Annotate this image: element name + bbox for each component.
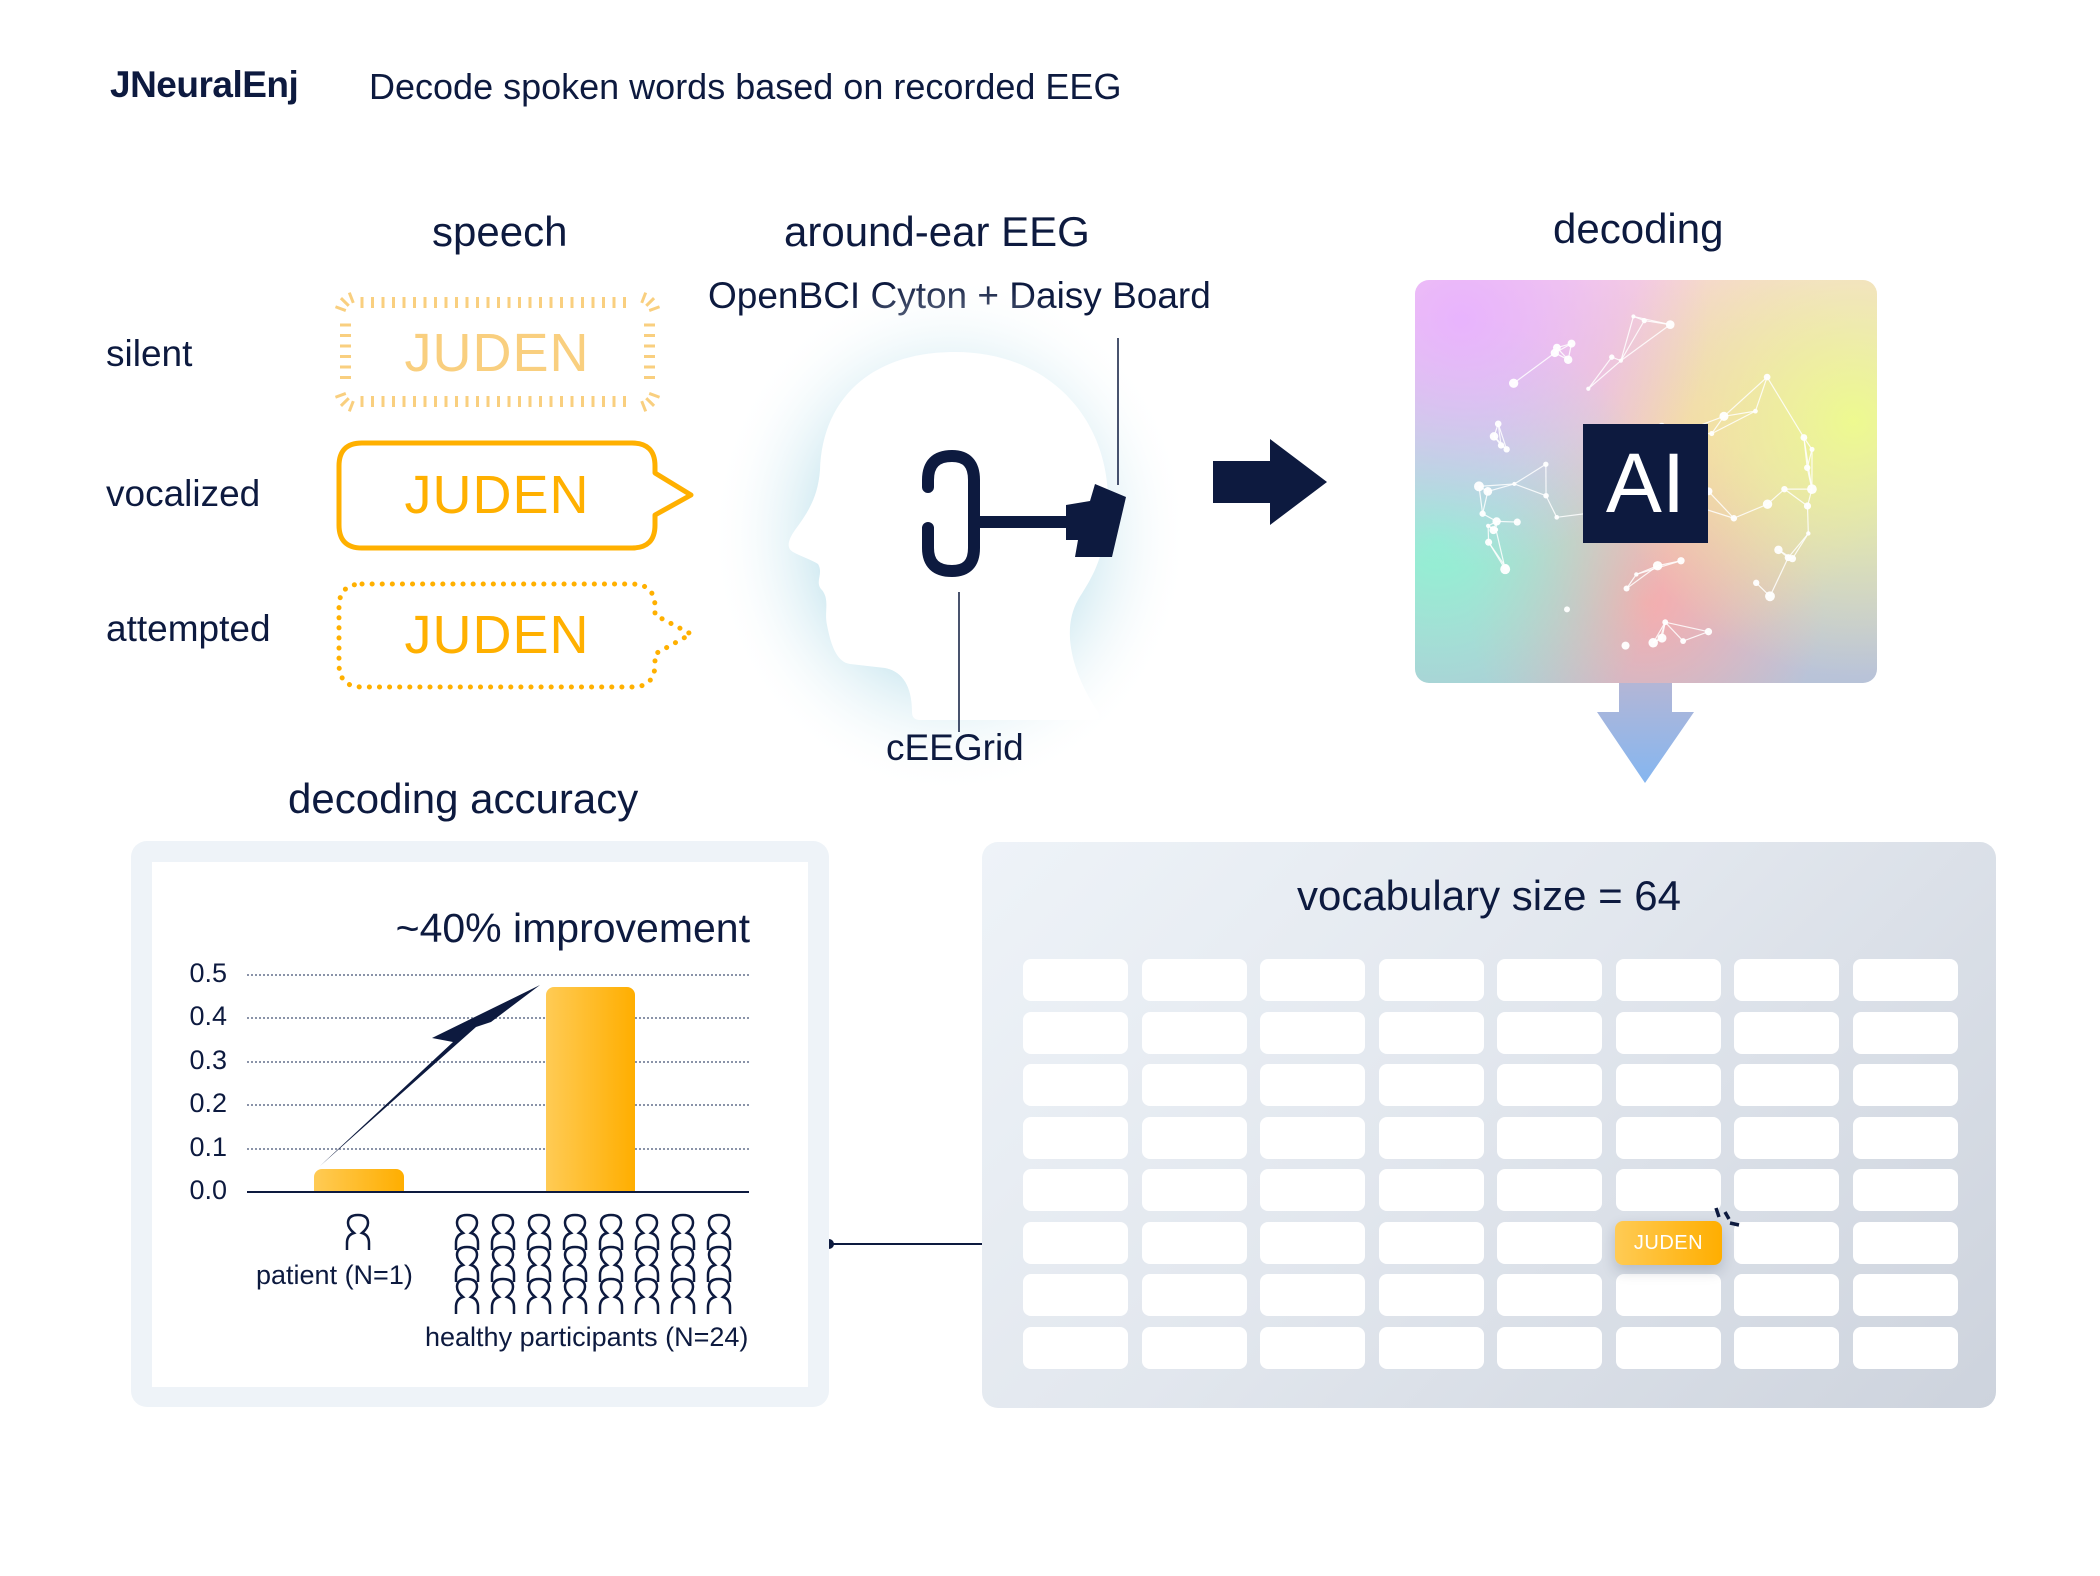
vocabulary-cell[interactable]	[1378, 1011, 1484, 1054]
neural-network-sphere-icon	[1474, 314, 1817, 650]
vocabulary-cell[interactable]	[1852, 1221, 1958, 1264]
vocabulary-cell[interactable]	[1734, 1326, 1839, 1369]
ai-badge: AI	[1583, 424, 1708, 543]
brand-title: JNeuralEnj	[110, 64, 299, 105]
down-arrow-icon	[1597, 683, 1694, 783]
vocalized-speech-bubble	[336, 440, 694, 551]
vocabulary-cell[interactable]	[1378, 1064, 1484, 1106]
vocabulary-cell[interactable]	[1378, 1169, 1484, 1211]
vocabulary-cell[interactable]	[1734, 1221, 1839, 1264]
vocabulary-cell[interactable]	[1734, 1274, 1839, 1316]
vocabulary-cell[interactable]	[1852, 1326, 1958, 1369]
vocabulary-cell[interactable]	[1497, 1221, 1602, 1264]
patient-label: patient (N=1)	[256, 1260, 413, 1290]
vocabulary-cell[interactable]	[1734, 1169, 1839, 1211]
vocabulary-cell[interactable]	[1378, 1116, 1484, 1159]
vocabulary-cell[interactable]	[1852, 1169, 1958, 1211]
vocabulary-cell[interactable]	[1260, 1064, 1365, 1106]
vocabulary-cell[interactable]	[1260, 1011, 1365, 1054]
vocabulary-cell[interactable]	[1141, 1169, 1247, 1211]
highlight-sparkle-icon	[1714, 1207, 1740, 1227]
vocabulary-cell[interactable]	[1615, 959, 1721, 1001]
vocabulary-panel	[982, 842, 1996, 1408]
vocabulary-cell[interactable]	[1260, 1221, 1365, 1264]
vocabulary-cell[interactable]	[1023, 1064, 1128, 1106]
vocabulary-cell[interactable]	[1497, 959, 1602, 1001]
vocabulary-title: vocabulary size = 64	[1296, 872, 1682, 919]
right-arrow-icon	[1213, 439, 1327, 525]
eeg-section-title: around-ear EEG	[784, 208, 1090, 255]
vocabulary-cell[interactable]	[1378, 1221, 1484, 1264]
silent-word: JUDEN	[404, 323, 590, 383]
mode-label-attempted: attempted	[106, 608, 271, 649]
vocabulary-cell[interactable]	[1852, 1064, 1958, 1106]
mode-label-silent: silent	[106, 333, 193, 374]
chart-title: ~40% improvement	[395, 905, 750, 951]
vocabulary-cell[interactable]	[1378, 1274, 1484, 1316]
vocabulary-cell[interactable]	[1734, 1064, 1839, 1106]
accuracy-section-title: decoding accuracy	[288, 775, 639, 822]
attempted-word: JUDEN	[404, 605, 590, 665]
vocabulary-cell[interactable]	[1023, 1011, 1128, 1054]
vocabulary-cell[interactable]	[1615, 1169, 1721, 1211]
vocabulary-cell[interactable]	[1852, 1274, 1958, 1316]
vocabulary-cell[interactable]	[1497, 1011, 1602, 1054]
speech-section-title: speech	[432, 208, 568, 255]
head-silhouette-icon	[788, 352, 1109, 720]
decoding-section-title: decoding	[1553, 205, 1724, 252]
vocabulary-cell[interactable]	[1615, 1326, 1721, 1369]
vocabulary-cell[interactable]	[1378, 959, 1484, 1001]
vocabulary-cell[interactable]	[1734, 1011, 1839, 1054]
mode-label-vocalized: vocalized	[106, 473, 261, 514]
vocalized-word: JUDEN	[404, 465, 590, 525]
vocabulary-cell[interactable]	[1141, 1326, 1247, 1369]
amplifier-board-icon	[1066, 484, 1126, 557]
vocabulary-cell[interactable]	[1615, 1011, 1721, 1054]
vocabulary-cell[interactable]	[1497, 1326, 1602, 1369]
electrode-label: cEEGrid	[886, 727, 1024, 768]
vocabulary-cell[interactable]	[1852, 1116, 1958, 1159]
healthy-label: healthy participants (N=24)	[425, 1322, 749, 1352]
vocabulary-cell[interactable]	[1023, 1221, 1128, 1264]
vocabulary-cell[interactable]	[1260, 959, 1365, 1001]
vocabulary-cell[interactable]	[1023, 959, 1128, 1001]
vocabulary-cell[interactable]	[1023, 1116, 1128, 1159]
vocabulary-cell[interactable]	[1615, 1116, 1721, 1159]
vocabulary-cell[interactable]	[1141, 959, 1247, 1001]
ceegrid-electrode-icon	[922, 449, 980, 578]
vocabulary-cell[interactable]	[1615, 1274, 1721, 1316]
vocabulary-cell[interactable]	[1734, 959, 1839, 1001]
vocabulary-cell[interactable]	[1260, 1326, 1365, 1369]
vocabulary-cell[interactable]	[1141, 1011, 1247, 1054]
vocabulary-cell[interactable]	[1141, 1064, 1247, 1106]
vocabulary-cell[interactable]	[1497, 1274, 1602, 1316]
decoded-word-chip[interactable]: JUDEN	[1615, 1221, 1722, 1265]
vocabulary-cell[interactable]	[1497, 1116, 1602, 1159]
silent-speech-box	[334, 292, 661, 412]
vocabulary-cell[interactable]	[1378, 1326, 1484, 1369]
page-subtitle: Decode spoken words based on recorded EE…	[369, 66, 1122, 107]
vocabulary-cell[interactable]	[1852, 1011, 1958, 1054]
vocabulary-cell[interactable]	[1141, 1221, 1247, 1264]
vocabulary-cell[interactable]	[1023, 1274, 1128, 1316]
vocabulary-cell[interactable]	[1260, 1116, 1365, 1159]
vocabulary-cell[interactable]	[1497, 1064, 1602, 1106]
vocabulary-cell[interactable]	[1260, 1169, 1365, 1211]
vocabulary-cell[interactable]	[1023, 1326, 1128, 1369]
vocabulary-cell[interactable]	[1141, 1116, 1247, 1159]
vocabulary-cell[interactable]	[1615, 1064, 1721, 1106]
vocabulary-cell[interactable]	[1023, 1169, 1128, 1211]
vocabulary-cell[interactable]	[1141, 1274, 1247, 1316]
vocabulary-cell[interactable]	[1497, 1169, 1602, 1211]
vocabulary-cell[interactable]	[1852, 959, 1958, 1001]
vocabulary-cell[interactable]	[1260, 1274, 1365, 1316]
vocabulary-cell[interactable]	[1734, 1116, 1839, 1159]
